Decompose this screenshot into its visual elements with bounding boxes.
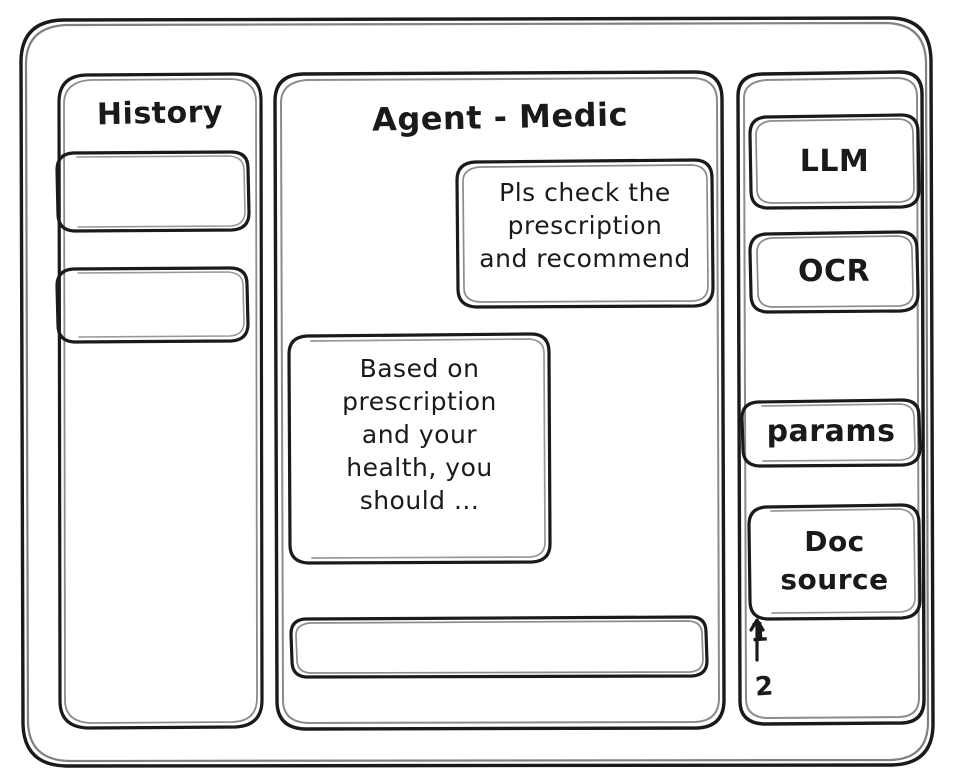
history-item-2[interactable] [57, 268, 248, 342]
user-message-bubble: Pls check the prescription and recommend [457, 160, 713, 307]
doc-source-list-item-2[interactable]: 2 [753, 671, 775, 703]
history-item-1[interactable] [57, 152, 249, 231]
ocr-button[interactable]: OCR [750, 232, 918, 312]
llm-button[interactable]: LLM [750, 115, 919, 208]
assistant-message-text: Based on prescription and your health, y… [342, 354, 497, 515]
llm-button-label: LLM [799, 144, 870, 179]
ocr-button-label: OCR [797, 254, 871, 289]
assistant-message-bubble: Based on prescription and your health, y… [289, 334, 550, 563]
params-button-label: params [766, 414, 896, 449]
doc-source-button-label: Doc source [780, 525, 889, 596]
history-panel-title: History [96, 94, 224, 133]
params-button[interactable]: params [742, 400, 920, 466]
user-message-text: Pls check the prescription and recommend [479, 178, 691, 273]
doc-source-list-item-1[interactable]: 1 [748, 617, 770, 649]
message-composer-input[interactable] [291, 617, 707, 677]
doc-source-button[interactable]: Doc source [749, 505, 920, 619]
